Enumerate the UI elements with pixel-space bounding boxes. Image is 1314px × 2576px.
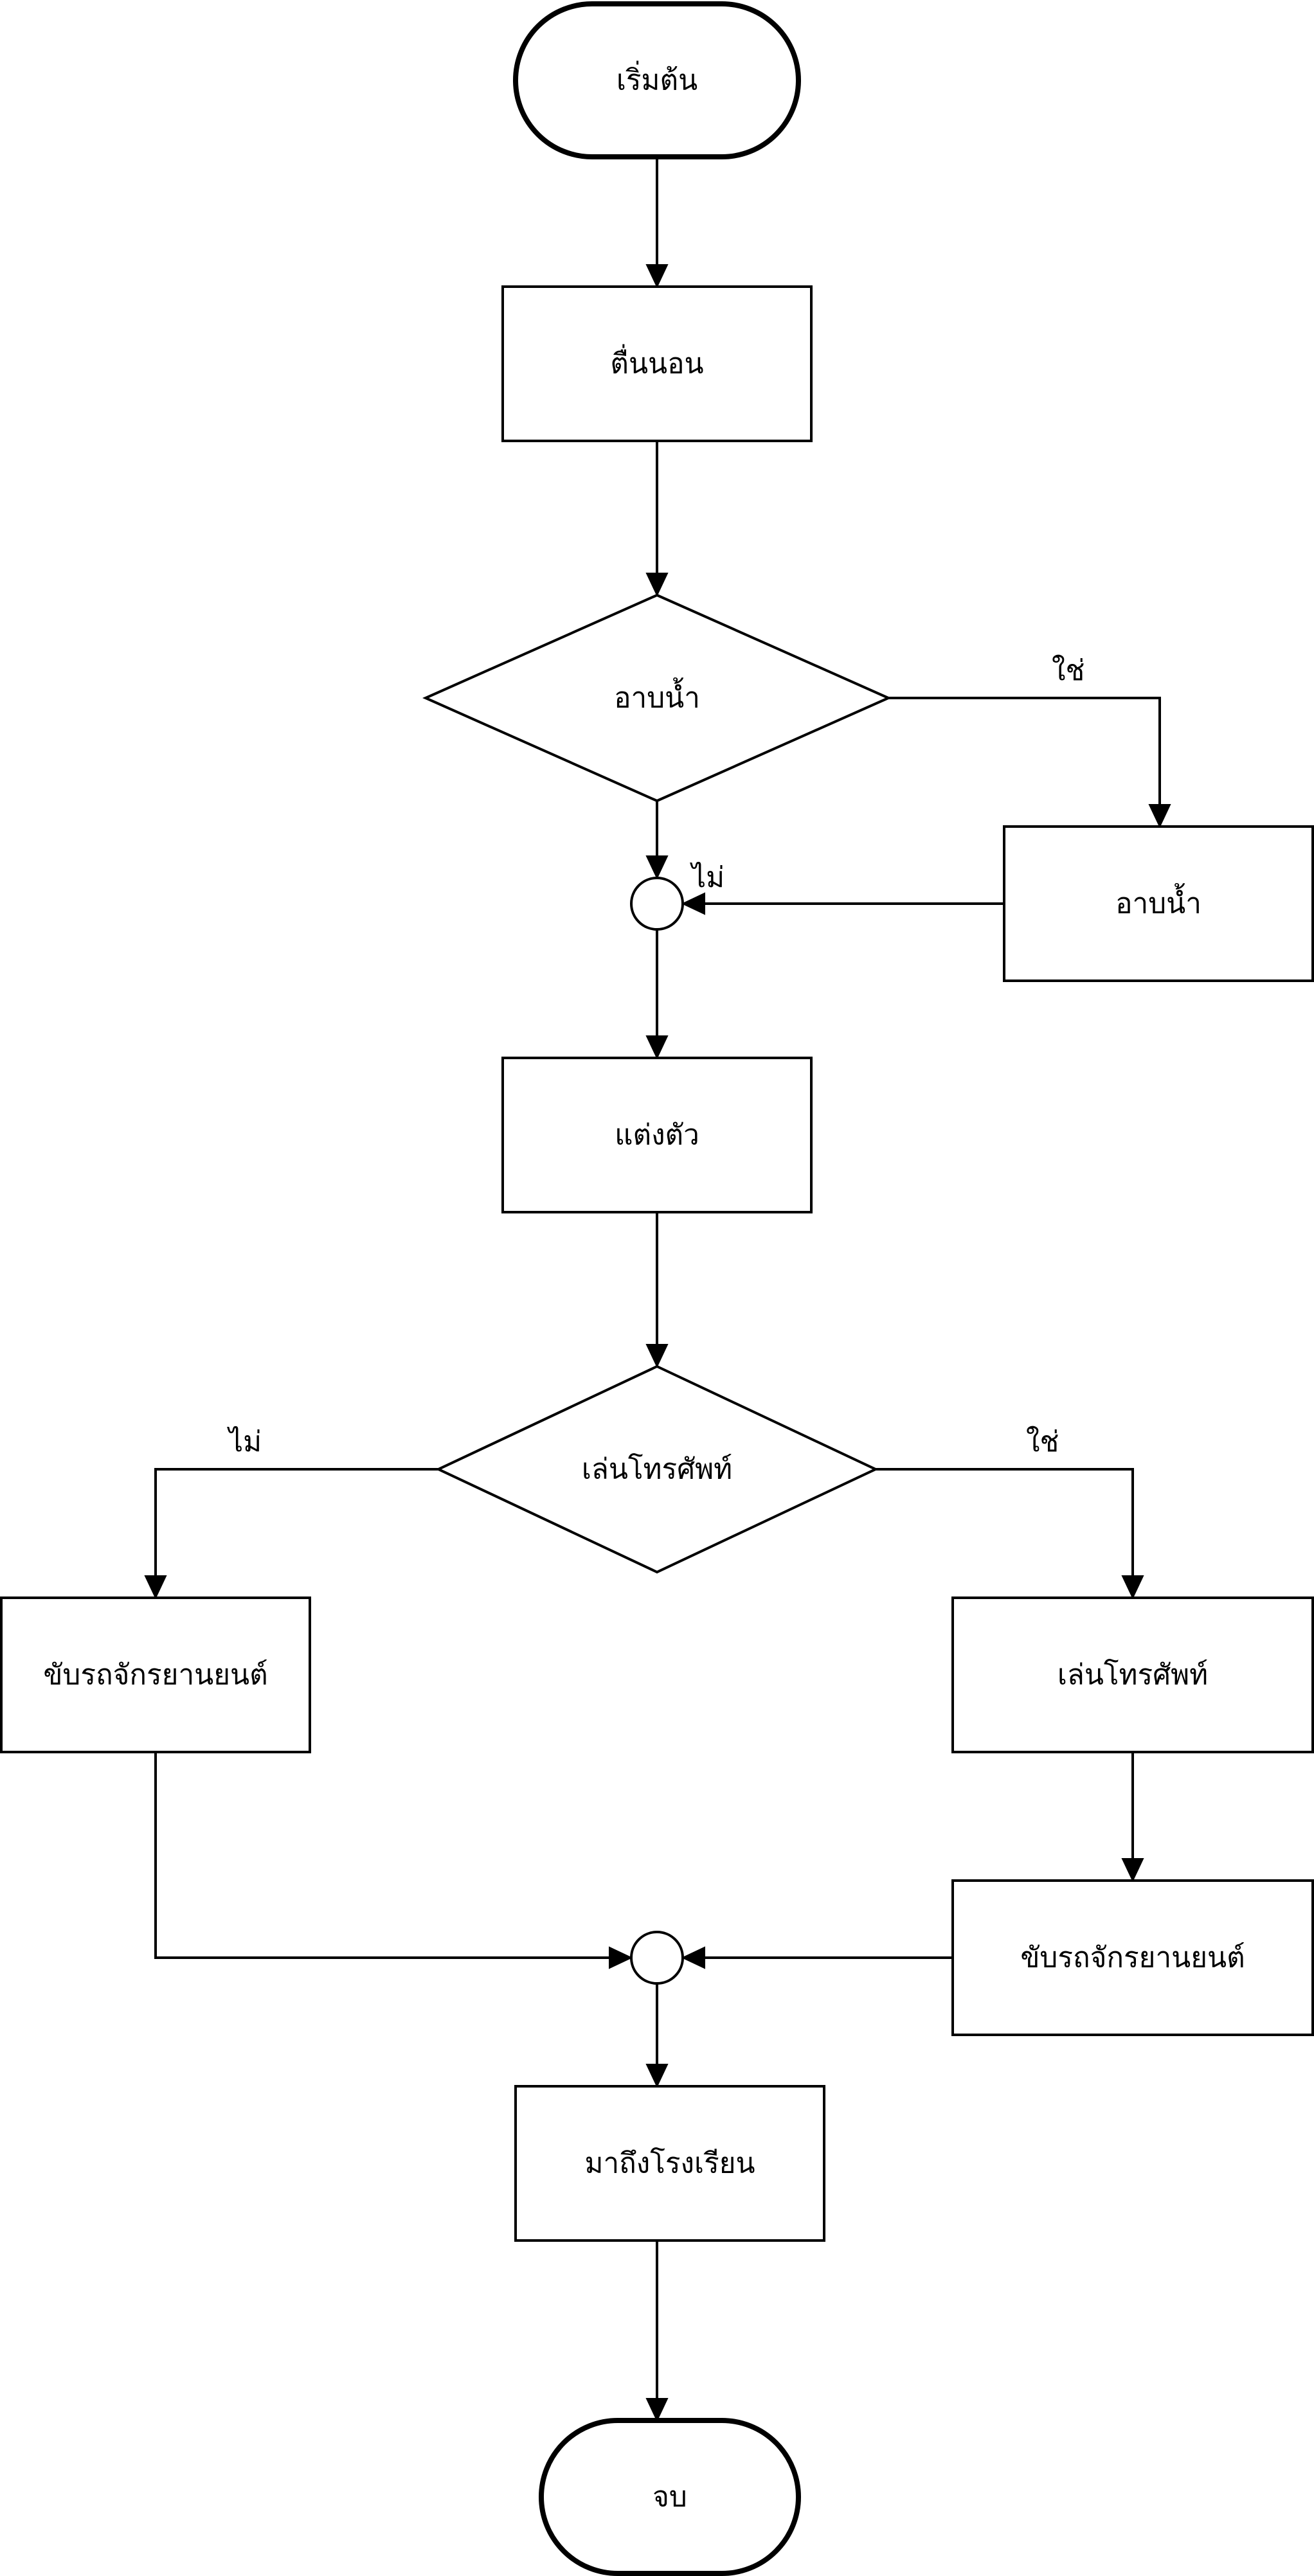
bath-no-label: ไม่ bbox=[690, 861, 724, 894]
arrowhead-icon bbox=[645, 2064, 669, 2088]
get-dressed-label: แต่งตัว bbox=[615, 1119, 699, 1152]
ride-no-phone-label: ขับรถจักรยานยนต์ bbox=[43, 1659, 267, 1692]
edge-bath-yes bbox=[888, 697, 1161, 809]
wake-up-label: ตื่นนอน bbox=[610, 344, 703, 380]
arrowhead-icon bbox=[645, 855, 669, 880]
bath-action-box bbox=[1003, 825, 1314, 982]
arrowhead-icon bbox=[609, 1946, 633, 1969]
arrive-school-label: มาถึงโรงเรียน bbox=[584, 2147, 755, 2180]
arrive-school-box bbox=[514, 2085, 825, 2242]
arrowhead-icon bbox=[144, 1575, 167, 1600]
arrowhead-icon bbox=[645, 573, 669, 597]
merge-connector-1 bbox=[630, 877, 684, 931]
phone-no-label: ไม่ bbox=[227, 1426, 262, 1458]
merge-connector-2 bbox=[630, 1931, 684, 1985]
end-terminal bbox=[539, 2418, 801, 2576]
bath-decision-label: อาบน้ำ bbox=[614, 677, 700, 715]
arrowhead-icon bbox=[645, 1035, 669, 1060]
bath-action-label: อาบน้ำ bbox=[1115, 883, 1202, 920]
phone-decision-diamond bbox=[435, 1364, 879, 1574]
arrowhead-icon bbox=[1121, 1858, 1144, 1883]
end-label: จบ bbox=[652, 2481, 687, 2514]
edge-phone-no bbox=[154, 1468, 438, 1580]
arrowhead-icon bbox=[645, 2398, 669, 2422]
phone-decision-label: เล่นโทรศัพท์ bbox=[582, 1453, 732, 1486]
wake-up-box bbox=[501, 285, 813, 442]
ride-after-phone-label: ขับรถจักรยานยนต์ bbox=[1020, 1942, 1245, 1974]
ride-no-phone-box bbox=[0, 1597, 311, 1753]
start-label: เริ่มต้น bbox=[616, 60, 698, 97]
get-dressed-box bbox=[501, 1057, 813, 1213]
edge-phone-yes bbox=[876, 1468, 1134, 1580]
start-terminal bbox=[513, 1, 801, 159]
arrowhead-icon bbox=[681, 1946, 705, 1969]
arrowhead-icon bbox=[1148, 804, 1171, 828]
phone-action-box bbox=[951, 1597, 1314, 1753]
bath-decision-diamond bbox=[422, 593, 892, 803]
phone-action-label: เล่นโทรศัพท์ bbox=[1058, 1659, 1208, 1692]
bath-yes-label: ใช่ bbox=[1052, 654, 1084, 687]
arrowhead-icon bbox=[645, 1344, 669, 1368]
phone-yes-label: ใช่ bbox=[1026, 1426, 1059, 1458]
arrowhead-icon bbox=[1121, 1575, 1144, 1600]
arrowhead-icon bbox=[681, 892, 705, 915]
ride-after-phone-box bbox=[951, 1879, 1314, 2036]
edge-ride-no-phone-to-merge bbox=[154, 1752, 615, 1959]
arrowhead-icon bbox=[645, 264, 669, 289]
